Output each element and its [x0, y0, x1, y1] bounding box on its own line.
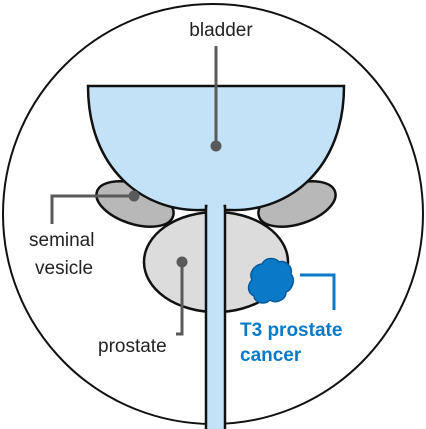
prostate-label: prostate [98, 336, 167, 357]
cancer-label-line1: T3 prostate [240, 320, 342, 341]
seminal-vesicle-pointer-dot [129, 191, 140, 202]
seminal-vesicle-label-line2: vesicle [35, 258, 93, 279]
cancer-label-line2: cancer [240, 345, 302, 366]
seminal-vesicle-label-line1: seminal [29, 230, 94, 251]
bladder-pointer-dot [211, 141, 222, 152]
urethra [206, 206, 225, 429]
bladder-label: bladder [189, 20, 253, 41]
prostate-pointer-dot [177, 257, 188, 268]
